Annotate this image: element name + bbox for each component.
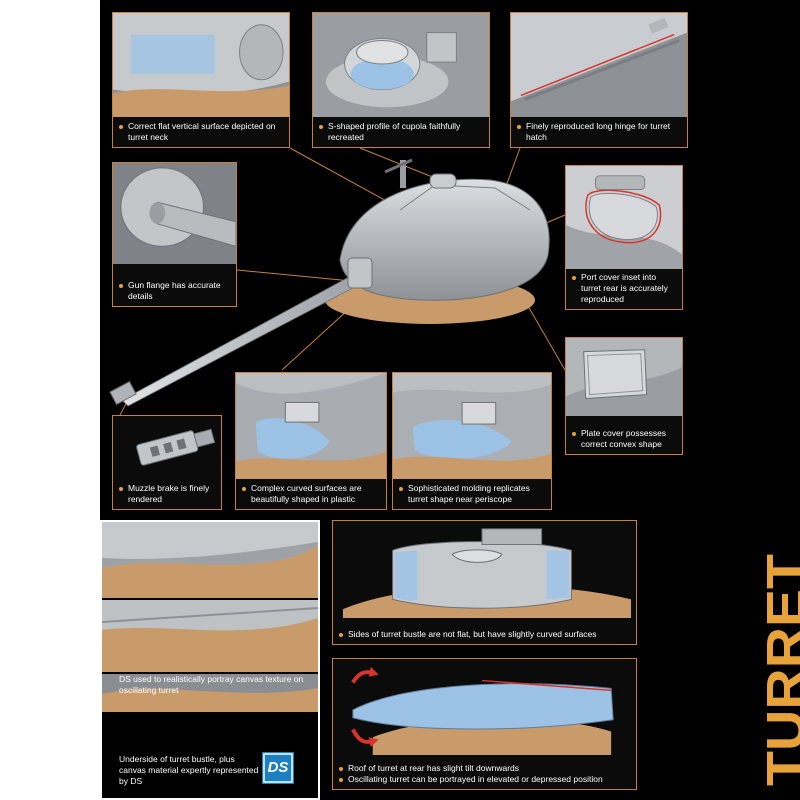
- turret-title: TURRET: [756, 548, 800, 790]
- callout-gun-flange: Gun flange has accurate details: [112, 162, 237, 307]
- callout-hinge: Finely reproduced long hinge for turret …: [510, 12, 688, 148]
- canvas-detail-images: [102, 522, 318, 712]
- caption-curved-surfaces: Complex curved surfaces are beautifully …: [242, 483, 380, 505]
- ds-logo-text: DS: [267, 759, 289, 776]
- callout-plate-cover: Plate cover possesses correct convex sha…: [565, 337, 683, 455]
- caption-muzzle-brake: Muzzle brake is finely rendered: [119, 483, 215, 505]
- callout-curved-surfaces: Complex curved surfaces are beautifully …: [235, 372, 387, 510]
- callout-turret-neck: Correct flat vertical surface depicted o…: [112, 12, 290, 148]
- caption-port-cover: Port cover inset into turret rear is acc…: [572, 272, 676, 305]
- caption-turret-neck: Correct flat vertical surface depicted o…: [119, 121, 283, 143]
- caption-cupola: S-shaped profile of cupola faithfully re…: [319, 121, 483, 143]
- caption-plate-cover: Plate cover possesses correct convex sha…: [572, 428, 676, 450]
- main-turret-illustration: [109, 158, 550, 407]
- caption-hinge: Finely reproduced long hinge for turret …: [517, 121, 681, 143]
- caption-underside-wrap: Underside of turret bustle, plus canvas …: [110, 754, 260, 787]
- caption-underside-bustle: Underside of turret bustle, plus canvas …: [119, 754, 259, 786]
- caption-ds-canvas: DS used to realistically portray canvas …: [119, 674, 304, 695]
- callout-muzzle-brake: Muzzle brake is finely rendered: [112, 415, 222, 510]
- caption-roof-tilt: Roof of turret at rear has slight tilt d…: [339, 763, 630, 774]
- callout-bustle-sides: Sides of turret bustle are not flat, but…: [332, 520, 637, 645]
- callout-roof-tilt: Roof of turret at rear has slight tilt d…: [332, 658, 637, 790]
- ds-logo: DS: [262, 752, 294, 784]
- caption-bustle-sides: Sides of turret bustle are not flat, but…: [339, 629, 630, 640]
- feature-sheet: Correct flat vertical surface depicted o…: [100, 0, 800, 800]
- caption-molding-periscope: Sophisticated molding replicates turret …: [399, 483, 545, 505]
- caption-oscillating: Oscillating turret can be portrayed in e…: [339, 774, 630, 785]
- turret-title-text: TURRET: [760, 554, 800, 786]
- callout-port-cover: Port cover inset into turret rear is acc…: [565, 165, 683, 310]
- caption-gun-flange: Gun flange has accurate details: [119, 280, 230, 302]
- caption-ds-canvas-wrap: DS used to realistically portray canvas …: [110, 674, 310, 696]
- callout-cupola: S-shaped profile of cupola faithfully re…: [312, 12, 490, 148]
- callout-molding-periscope: Sophisticated molding replicates turret …: [392, 372, 552, 510]
